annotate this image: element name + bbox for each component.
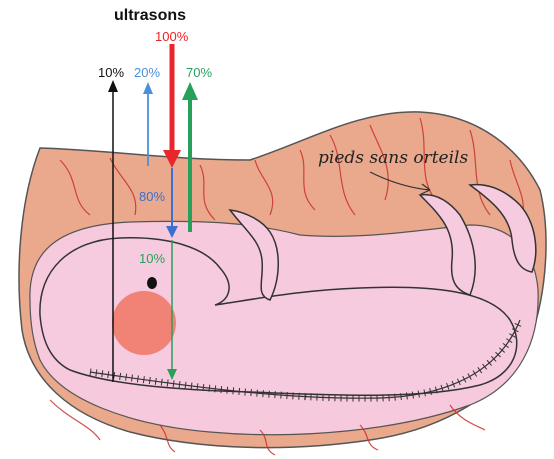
fetus-eye bbox=[147, 277, 157, 289]
arrowhead-reflected-fetus bbox=[182, 82, 198, 100]
label-transmitted: 80% bbox=[139, 190, 165, 203]
label-transmitted-deep: 10% bbox=[139, 252, 165, 265]
arrowhead-reflected-wall bbox=[143, 82, 153, 94]
placenta-blob bbox=[112, 291, 176, 355]
arrowhead-reflected-skin bbox=[108, 80, 118, 92]
annotation-text: pieds sans orteils bbox=[318, 150, 468, 167]
diagram-title: ultrasons bbox=[114, 8, 186, 24]
label-reflected-wall: 20% bbox=[134, 66, 160, 79]
label-reflected-fetus: 70% bbox=[186, 66, 212, 79]
label-reflected-skin: 10% bbox=[98, 66, 124, 79]
label-incident: 100% bbox=[155, 30, 188, 43]
